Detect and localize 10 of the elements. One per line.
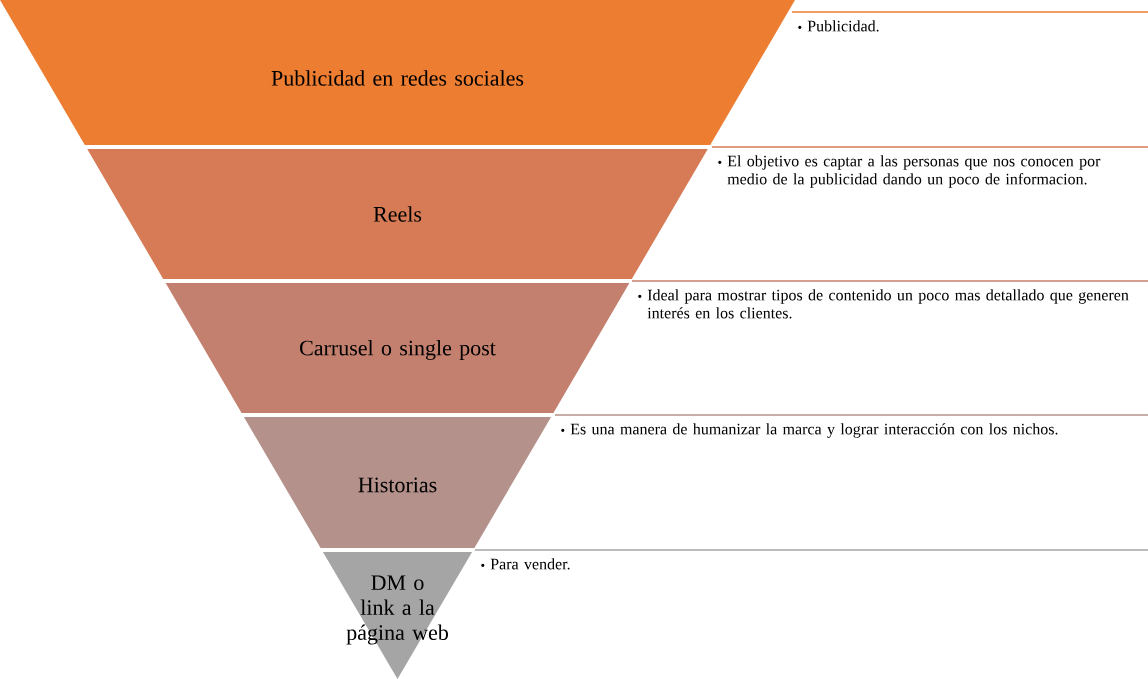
funnel-band: Publicidad en redes sociales [0,0,795,145]
list-item: El objetivo es captar a las personas que nos conocen por medio de la publicidad dando un poco de informacion. [718,155,1101,188]
funnel-band: DM o link a la página web [322,552,473,679]
list-item: Es una manera de humanizar la marca y lograr interacción con los nichos. [561,423,1058,438]
list-item: Para vender. [481,558,570,570]
funnel-band: Historias [243,417,552,548]
list-item: Publicidad. [798,20,879,32]
funnel-band: Carrusel o single post [165,283,630,413]
funnel-band: Reels [87,149,708,279]
list-item: Ideal para mostrar tipos de contenido un poco mas detallado que generen interés en los clientes. [638,289,1129,319]
